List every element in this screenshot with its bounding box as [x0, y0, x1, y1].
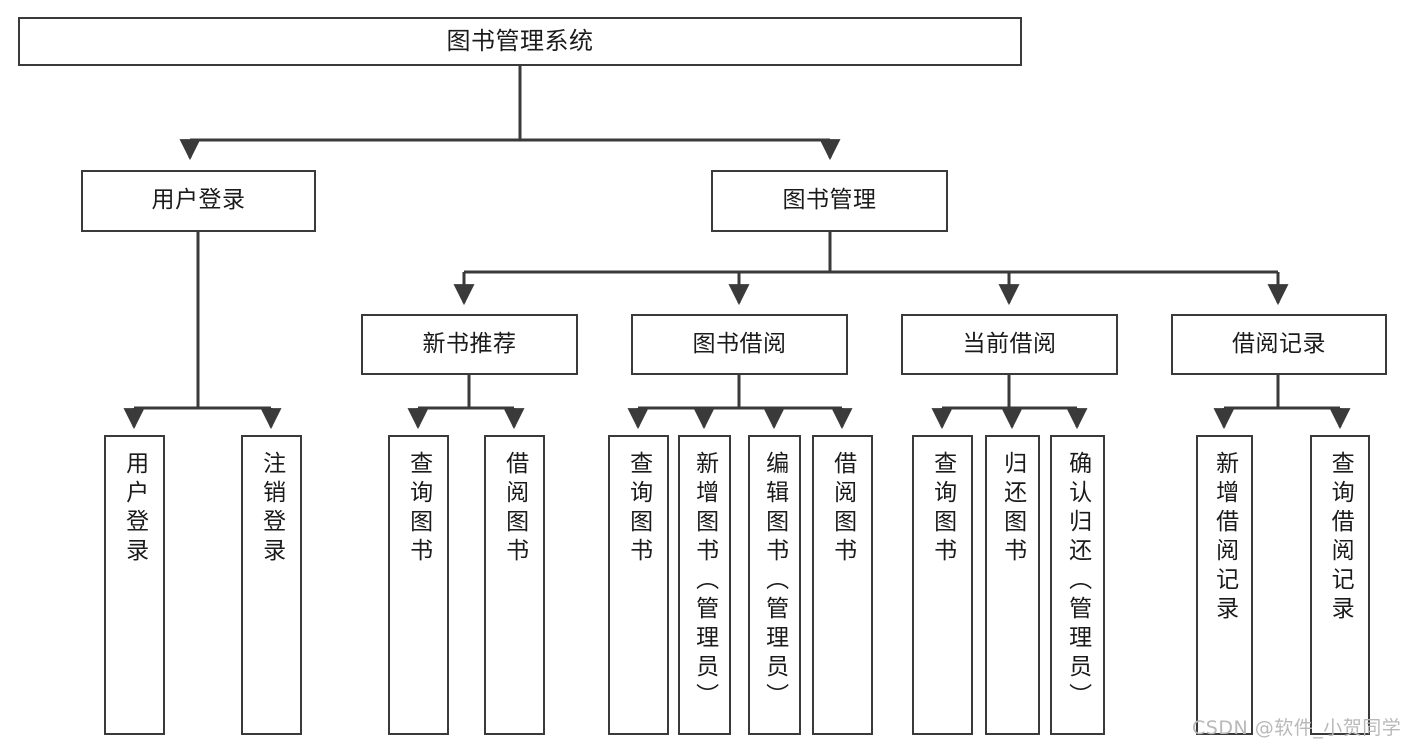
node-current-borrowing[interactable]: 当前借阅 [901, 314, 1118, 375]
leaf-logout[interactable]: 注销登录 [241, 435, 302, 735]
leaf-query-book-current[interactable]: 查询图书 [912, 435, 973, 735]
leaf-query-book-borrowing[interactable]: 查询图书 [608, 435, 669, 735]
leaf-query-book-recommendation[interactable]: 查询图书 [388, 435, 449, 735]
node-label: 借阅记录 [1232, 330, 1326, 357]
node-label: 新增借阅记录 [1211, 451, 1238, 625]
csdn-watermark: CSDN @软件_小贺同学 [1192, 717, 1402, 739]
node-label: 归还图书 [999, 451, 1026, 567]
node-label: 新书推荐 [422, 330, 517, 357]
leaf-add-book-admin[interactable]: 新增图书（管理员） [678, 435, 731, 735]
leaf-add-borrowing-record[interactable]: 新增借阅记录 [1196, 435, 1253, 735]
node-label: 用户登录 [121, 451, 148, 567]
node-book-borrowing[interactable]: 图书借阅 [631, 314, 848, 375]
node-label: 编辑图书（管理员） [761, 451, 788, 712]
node-label: 当前借阅 [962, 330, 1057, 357]
node-label: 查询借阅记录 [1327, 451, 1354, 625]
leaf-user-login[interactable]: 用户登录 [104, 435, 165, 735]
node-label: 图书借阅 [692, 330, 787, 357]
node-borrowing-records[interactable]: 借阅记录 [1171, 314, 1387, 375]
node-label: 注销登录 [258, 451, 285, 567]
node-root-system[interactable]: 图书管理系统 [18, 17, 1022, 66]
node-label: 图书管理系统 [446, 27, 594, 56]
node-label: 确认归还（管理员） [1064, 451, 1091, 712]
node-label: 借阅图书 [501, 451, 528, 567]
node-book-management[interactable]: 图书管理 [711, 170, 948, 232]
leaf-return-book[interactable]: 归还图书 [985, 435, 1040, 735]
leaf-borrow-book-recommendation[interactable]: 借阅图书 [484, 435, 545, 735]
node-label: 用户登录 [151, 187, 246, 214]
leaf-borrow-book-borrowing[interactable]: 借阅图书 [812, 435, 873, 735]
node-label: 新增图书（管理员） [691, 451, 718, 712]
node-label: 查询图书 [929, 451, 956, 567]
node-label: 查询图书 [625, 451, 652, 567]
leaf-query-borrowing-record[interactable]: 查询借阅记录 [1310, 435, 1370, 735]
leaf-confirm-return-admin[interactable]: 确认归还（管理员） [1050, 435, 1105, 735]
node-user-login[interactable]: 用户登录 [81, 170, 316, 232]
node-new-book-recommendation[interactable]: 新书推荐 [361, 314, 578, 375]
node-label: 图书管理 [782, 187, 877, 214]
node-label: 查询图书 [405, 451, 432, 567]
node-label: 借阅图书 [829, 451, 856, 567]
leaf-edit-book-admin[interactable]: 编辑图书（管理员） [748, 435, 801, 735]
